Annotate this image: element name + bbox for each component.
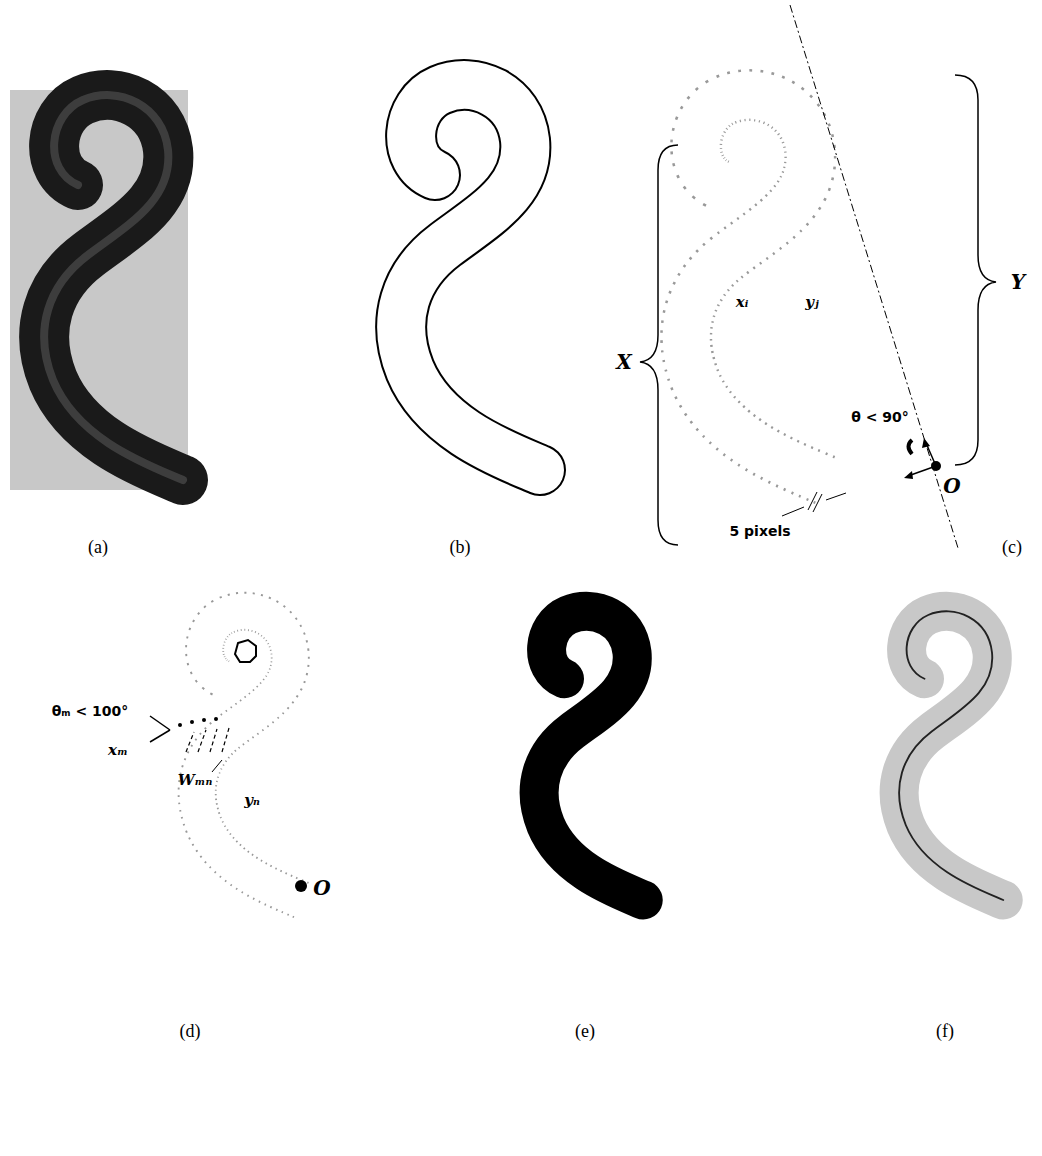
angle-label: θ < 90° — [851, 410, 909, 425]
panel-label: (f) — [936, 1022, 954, 1042]
point-label: xᵢ — [736, 294, 749, 311]
axis-line — [790, 5, 958, 548]
panel-label: (a) — [88, 538, 108, 558]
origin-label: O — [313, 877, 330, 899]
point-label: yₙ — [244, 792, 260, 809]
panel-label: (d) — [180, 1022, 201, 1042]
dimension-label: 5 pixels — [729, 524, 790, 539]
set-label: Y — [1011, 271, 1025, 293]
angle-arc — [909, 440, 913, 454]
point-label: xₘ — [108, 742, 128, 759]
worm-outline — [401, 85, 540, 470]
leader-line — [782, 507, 804, 516]
photo-background — [10, 90, 188, 490]
vector — [150, 716, 170, 730]
bracket-y — [955, 75, 996, 465]
worm-dotted — [686, 95, 825, 480]
worm-silhouette — [539, 611, 643, 900]
origin-label: O — [943, 475, 960, 497]
worm-skeleton — [899, 611, 1003, 900]
dots — [178, 717, 218, 727]
angle-label: θₘ < 100° — [52, 704, 129, 719]
arrowhead — [904, 471, 913, 479]
vector — [150, 730, 170, 742]
tick — [813, 494, 822, 512]
worm-dotted — [197, 611, 301, 900]
point-label: yⱼ — [805, 294, 818, 311]
width-label: Wₘₙ — [178, 772, 213, 789]
leader-line — [826, 493, 846, 500]
bracket-x — [640, 145, 678, 545]
arrowhead — [922, 438, 930, 448]
panel-label: (c) — [1002, 538, 1022, 558]
set-label: X — [616, 351, 632, 373]
leader-line — [212, 760, 222, 772]
panel-label: (b) — [450, 538, 471, 558]
origin-dot — [295, 880, 307, 892]
hole-outline — [235, 640, 256, 662]
panel-label: (e) — [575, 1022, 595, 1042]
worm-photo — [44, 95, 183, 480]
dashed-arrows — [186, 728, 229, 752]
